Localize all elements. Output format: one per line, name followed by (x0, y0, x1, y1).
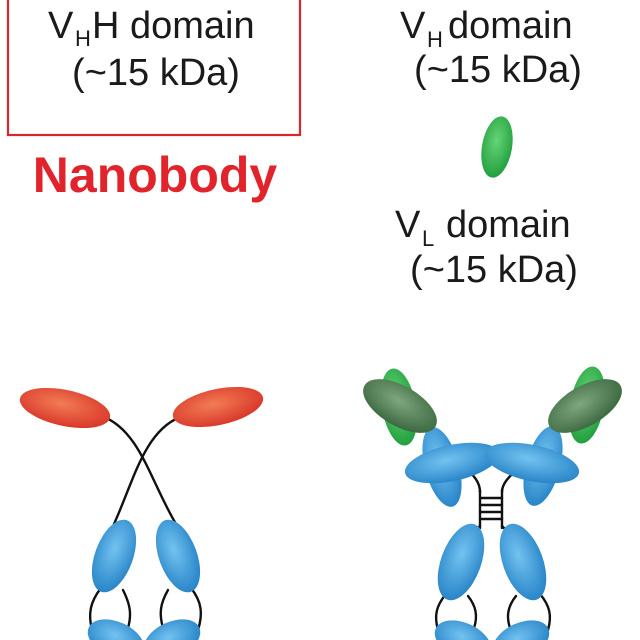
heavy-chain-only-antibody (19, 386, 264, 640)
ch3-blue-ellipse-right (492, 620, 550, 640)
hinge-chain-left-to-right (102, 415, 178, 526)
vh-domain-label: V H domain (400, 5, 573, 56)
vhh-domain-mass: (~15 kDa) (72, 52, 240, 94)
vhh-red-ellipse-left (19, 387, 111, 429)
nanobody-highlight-box (6, 0, 302, 137)
vh-domain-mass: (~15 kDa) (414, 49, 582, 91)
inner-chain-right (159, 588, 170, 630)
ch2-blue-ellipse-left (91, 519, 137, 593)
ch2-blue-ellipse-left (437, 523, 485, 601)
conventional-antibody (363, 366, 622, 640)
vl-domain-mass: (~15 kDa) (410, 249, 578, 291)
inner-chain-left (466, 594, 478, 630)
inner-chain-left (121, 588, 132, 630)
ch3-blue-ellipse-left (434, 620, 492, 640)
ch2-blue-ellipse-right (499, 523, 547, 601)
vhh-red-ellipse-right (172, 386, 264, 428)
vl-domain-ellipse (481, 116, 513, 178)
vh-dark-green-ellipse-left (363, 379, 437, 433)
ch3-blue-ellipse-right (143, 619, 201, 640)
inner-chain-right (506, 594, 518, 630)
lower-chain-right (189, 586, 203, 632)
ch2-blue-ellipse-right (155, 519, 201, 593)
hinge-chain-right-to-left (112, 415, 182, 526)
lower-chain-right (538, 592, 552, 632)
ch1-blue-ellipse-left (404, 442, 500, 484)
vl-domain-label: V L domain (395, 204, 571, 255)
ch1-blue-ellipse-right (484, 442, 580, 484)
vh-dark-green-ellipse-right (548, 379, 622, 433)
ch3-blue-ellipse-left (87, 619, 145, 640)
nanobody-title: Nanobody (33, 147, 278, 203)
vhh-domain-label: V H H domain (48, 5, 255, 55)
